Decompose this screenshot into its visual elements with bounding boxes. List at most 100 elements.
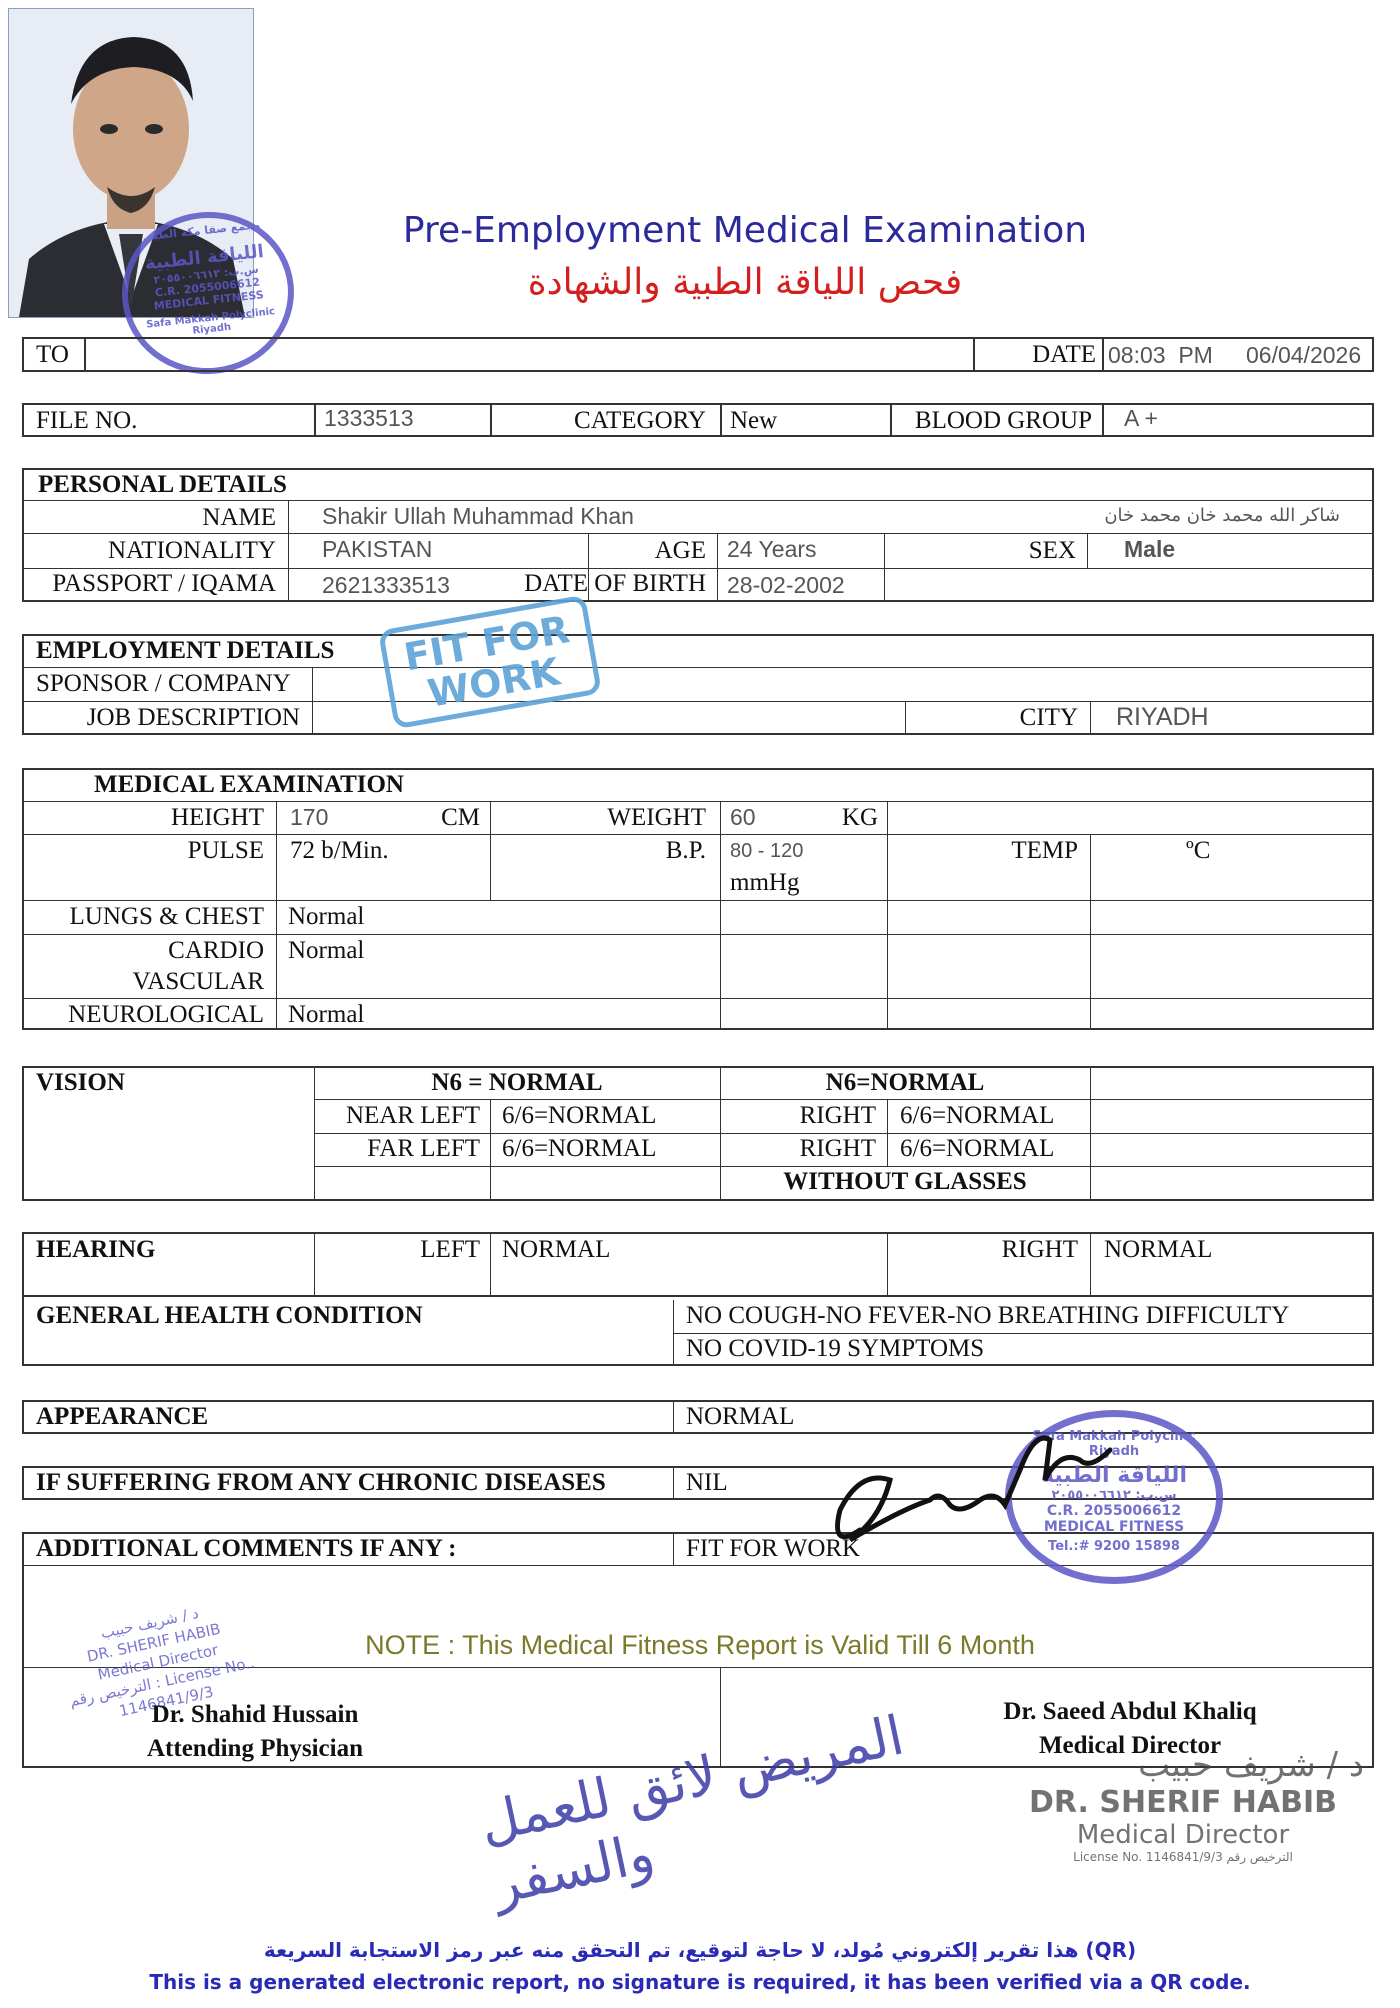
near-right-value: 6/6=NORMAL xyxy=(900,1102,1055,1129)
medical-examination-table xyxy=(22,768,1374,1030)
hearing-right-label: RIGHT xyxy=(1001,1236,1078,1263)
near-left-value: 6/6=NORMAL xyxy=(502,1102,657,1129)
temp-unit: ºC xyxy=(1186,837,1211,864)
general-health-line2: NO COVID-19 SYMPTOMS xyxy=(686,1335,985,1362)
right-stamp-po: س.ب: ٢٠٥٥٠٠٦٦١٢ xyxy=(1051,1488,1177,1503)
bp-label: B.P. xyxy=(665,837,706,864)
chronic-diseases-heading: IF SUFFERING FROM ANY CHRONIC DISEASES xyxy=(36,1469,606,1496)
hearing-table xyxy=(22,1232,1374,1297)
height-unit: CM xyxy=(441,804,480,831)
category-label: CATEGORY xyxy=(574,407,706,434)
to-date-row xyxy=(22,337,1374,372)
city-label: CITY xyxy=(1019,704,1078,731)
director-stamp-title: Medical Director xyxy=(1076,1820,1290,1850)
medical-director-name: Dr. Saeed Abdul Khaliq xyxy=(1003,1698,1257,1725)
cardio-value: Normal xyxy=(288,937,365,964)
category-value: New xyxy=(730,407,778,434)
without-glasses: WITHOUT GLASSES xyxy=(783,1168,1027,1195)
city-value: RIYADH xyxy=(1116,703,1209,731)
personal-details-heading: PERSONAL DETAILS xyxy=(38,471,287,498)
bp-unit: mmHg xyxy=(730,869,800,896)
attending-physician-name: Dr. Shahid Hussain xyxy=(151,1701,359,1728)
name-arabic: شاكر الله محمد خان محمد خان xyxy=(1104,505,1340,526)
date-value: 06/04/2026 xyxy=(1246,342,1362,368)
vision-right-header: N6=NORMAL xyxy=(825,1069,985,1096)
person-photo-illustration xyxy=(9,9,253,317)
age-value: 24 Years xyxy=(727,536,817,562)
lungs-label: LUNGS & CHEST xyxy=(69,903,264,930)
hearing-left-label: LEFT xyxy=(420,1236,480,1263)
dob-label: DATE OF BIRTH xyxy=(524,570,706,597)
weight-label: WEIGHT xyxy=(607,804,706,831)
far-right-label: RIGHT xyxy=(799,1135,876,1162)
temp-label: TEMP xyxy=(1011,837,1078,864)
lungs-value: Normal xyxy=(288,903,365,930)
appearance-heading: APPEARANCE xyxy=(36,1403,209,1430)
signature-scribble xyxy=(835,1435,1113,1543)
cardio-label-line1: CARDIO xyxy=(168,937,264,964)
weight-value: 60 xyxy=(730,804,756,830)
name-label: NAME xyxy=(202,504,276,531)
general-health-table xyxy=(22,1297,1374,1366)
age-label: AGE xyxy=(654,537,706,564)
pulse-label: PULSE xyxy=(187,837,264,864)
right-stamp-cr: C.R. 2055006612 xyxy=(1046,1503,1182,1519)
appearance-value: NORMAL xyxy=(686,1403,795,1430)
general-health-line1: NO COUGH-NO FEVER-NO BREATHING DIFFICULT… xyxy=(686,1302,1290,1329)
nationality-label: NATIONALITY xyxy=(107,537,276,564)
title-english: Pre-Employment Medical Examination xyxy=(402,210,1088,251)
file-no-label: FILE NO. xyxy=(36,407,138,434)
general-health-heading: GENERAL HEALTH CONDITION xyxy=(36,1302,423,1329)
file-row xyxy=(22,403,1374,437)
blood-group-value: A + xyxy=(1124,405,1158,431)
director-stamp-license: License No. 1146841/9/3 الترخيص رقم xyxy=(1073,1850,1293,1864)
hearing-left-value: NORMAL xyxy=(502,1236,611,1263)
sex-label: SEX xyxy=(1028,537,1076,564)
blood-group-label: BLOOD GROUP xyxy=(914,407,1092,434)
nationality-value: PAKISTAN xyxy=(322,536,433,562)
weight-unit: KG xyxy=(841,804,878,831)
dob-value: 28-02-2002 xyxy=(727,572,845,598)
to-label: TO xyxy=(36,341,69,368)
personal-details-table xyxy=(22,468,1374,602)
hearing-right-value: NORMAL xyxy=(1104,1236,1213,1263)
medical-director-title: Medical Director xyxy=(1038,1732,1222,1759)
vision-heading: VISION xyxy=(36,1069,125,1096)
vision-left-header: N6 = NORMAL xyxy=(431,1069,603,1096)
near-left-label: NEAR LEFT xyxy=(345,1102,480,1129)
employment-details-table xyxy=(22,634,1374,735)
right-stamp-title-ar: اللياقة الطبية xyxy=(1041,1463,1187,1488)
cardio-label-line2: VASCULAR xyxy=(132,968,264,995)
pulse-value: 72 b/Min. xyxy=(290,837,389,864)
bp-value: 80 - 120 xyxy=(730,840,804,862)
far-right-value: 6/6=NORMAL xyxy=(900,1135,1055,1162)
comments-value: FIT FOR WORK xyxy=(686,1535,861,1562)
chronic-diseases-table xyxy=(22,1466,1374,1500)
director-stamp-name-en: DR. SHERIF HABIB xyxy=(1028,1785,1338,1820)
hearing-heading: HEARING xyxy=(36,1236,156,1263)
far-left-value: 6/6=NORMAL xyxy=(502,1135,657,1162)
medical-examination-heading: MEDICAL EXAMINATION xyxy=(94,771,404,798)
comments-heading: ADDITIONAL COMMENTS IF ANY : xyxy=(36,1535,457,1562)
passport-value: 2621333513 xyxy=(322,572,450,598)
title-arabic: فحص اللياقة الطبية والشهادة xyxy=(527,262,963,303)
neurological-value: Normal xyxy=(288,1001,365,1028)
employment-details-heading: EMPLOYMENT DETAILS xyxy=(36,637,335,664)
footer-arabic: هذا تقرير إلكتروني مُولد، لا حاجة لتوقيع… xyxy=(263,1938,1137,1962)
chronic-diseases-value: NIL xyxy=(686,1469,728,1496)
director-stamp-name-ar: د / شريف حبيب xyxy=(1138,1745,1364,1785)
right-stamp-fitness: MEDICAL FITNESS xyxy=(1043,1519,1185,1535)
file-no-value: 1333513 xyxy=(324,405,414,431)
job-description-label: JOB DESCRIPTION xyxy=(86,704,300,731)
footer-english: This is a generated electronic report, n… xyxy=(149,1970,1251,1994)
validity-note: NOTE : This Medical Fitness Report is Va… xyxy=(365,1630,1035,1660)
time-value: 08:03 PM xyxy=(1108,342,1213,368)
height-label: HEIGHT xyxy=(170,804,264,831)
near-right-label: RIGHT xyxy=(799,1102,876,1129)
name-value: Shakir Ullah Muhammad Khan xyxy=(322,503,634,529)
attending-physician-title: Attending Physician xyxy=(146,1735,363,1762)
height-value: 170 xyxy=(290,804,329,830)
comments-table xyxy=(22,1532,1374,1768)
right-stamp-tel: Tel.:# 9200 15898 xyxy=(1048,1539,1180,1554)
passport-label: PASSPORT / IQAMA xyxy=(52,570,276,597)
